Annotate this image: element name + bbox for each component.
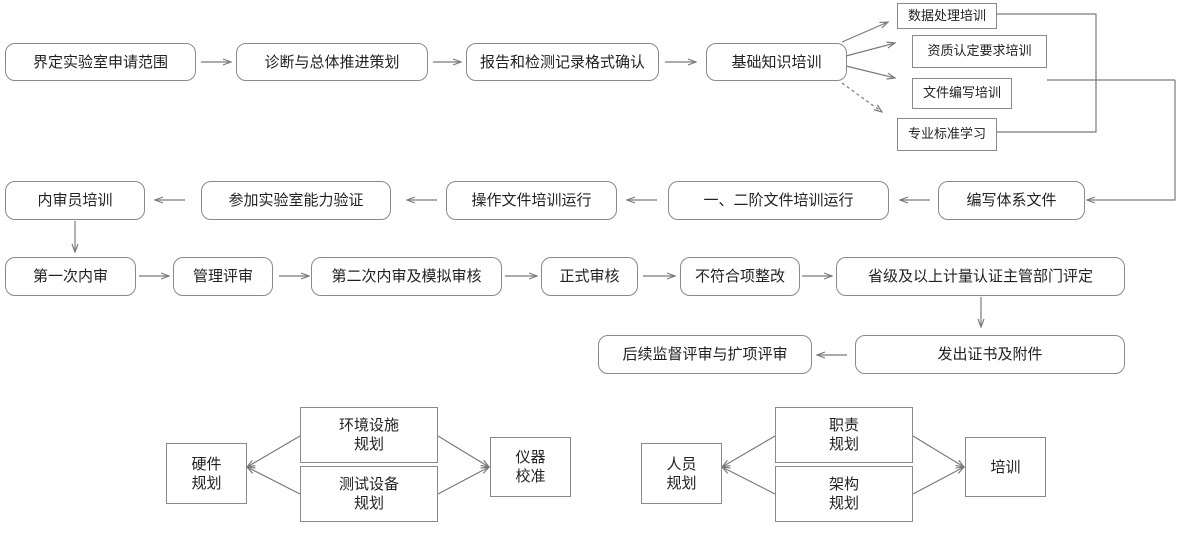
arrow-ps-2 bbox=[722, 467, 776, 495]
ps-training: 培训 bbox=[965, 437, 1046, 497]
ps-org-planning: 架构 规划 bbox=[775, 466, 913, 522]
step-write-system-docs: 编写体系文件 bbox=[938, 181, 1085, 220]
step-issue-certificate: 发出证书及附件 bbox=[855, 335, 1125, 374]
arrow-branch-2 bbox=[845, 43, 895, 57]
step-proficiency-test: 参加实验室能力验证 bbox=[201, 181, 391, 220]
step-nonconformity-fix: 不符合项整改 bbox=[680, 257, 800, 296]
step-basic-training: 基础知识培训 bbox=[706, 43, 847, 81]
bracket-top bbox=[997, 13, 1097, 133]
step-management-review: 管理评审 bbox=[173, 257, 273, 296]
step-follow-up-review: 后续监督评审与扩项评审 bbox=[598, 335, 812, 374]
arrow-hw-3 bbox=[437, 435, 489, 467]
arrow-ps-3 bbox=[912, 435, 964, 467]
arrow-branch-4 bbox=[841, 82, 882, 112]
step-report-format: 报告和检测记录格式确认 bbox=[466, 43, 659, 81]
hw-test-equipment-planning: 测试设备 规划 bbox=[300, 466, 438, 522]
arrow-hw-4 bbox=[437, 467, 489, 495]
step-internal-auditor-training: 内审员培训 bbox=[5, 181, 145, 220]
branch-document-writing: 文件编写培训 bbox=[912, 78, 1012, 109]
arrow-to-doc bbox=[1087, 80, 1176, 200]
step-first-internal-audit: 第一次内审 bbox=[5, 257, 136, 296]
step-operation-docs: 操作文件培训运行 bbox=[446, 181, 617, 220]
step-level-docs-training: 一、二阶文件培训运行 bbox=[668, 181, 889, 220]
arrow-branch-1 bbox=[841, 22, 888, 43]
step-authority-evaluation: 省级及以上计量认证主管部门评定 bbox=[836, 257, 1125, 296]
hw-hardware-planning: 硬件 规划 bbox=[166, 443, 247, 504]
branch-qualification: 资质认定要求培训 bbox=[912, 35, 1047, 68]
ps-personnel-planning: 人员 规划 bbox=[641, 443, 722, 504]
hw-instrument-calibration: 仪器 校准 bbox=[490, 437, 571, 497]
step-define-scope: 界定实验室申请范围 bbox=[5, 43, 196, 81]
step-diagnosis-planning: 诊断与总体推进策划 bbox=[236, 43, 428, 81]
arrow-hw-2 bbox=[247, 467, 301, 495]
hw-environment-planning: 环境设施 规划 bbox=[300, 407, 438, 463]
arrow-ps-4 bbox=[912, 467, 964, 495]
step-second-audit-mock: 第二次内审及模拟审核 bbox=[311, 257, 502, 296]
branch-standard-study: 专业标准学习 bbox=[897, 118, 997, 151]
arrow-branch-3 bbox=[845, 65, 895, 78]
branch-data-processing: 数据处理培训 bbox=[897, 3, 997, 29]
arrow-hw-1 bbox=[247, 435, 301, 467]
arrow-ps-1 bbox=[722, 435, 776, 467]
ps-duty-planning: 职责 规划 bbox=[775, 407, 913, 463]
step-formal-audit: 正式审核 bbox=[541, 257, 638, 296]
